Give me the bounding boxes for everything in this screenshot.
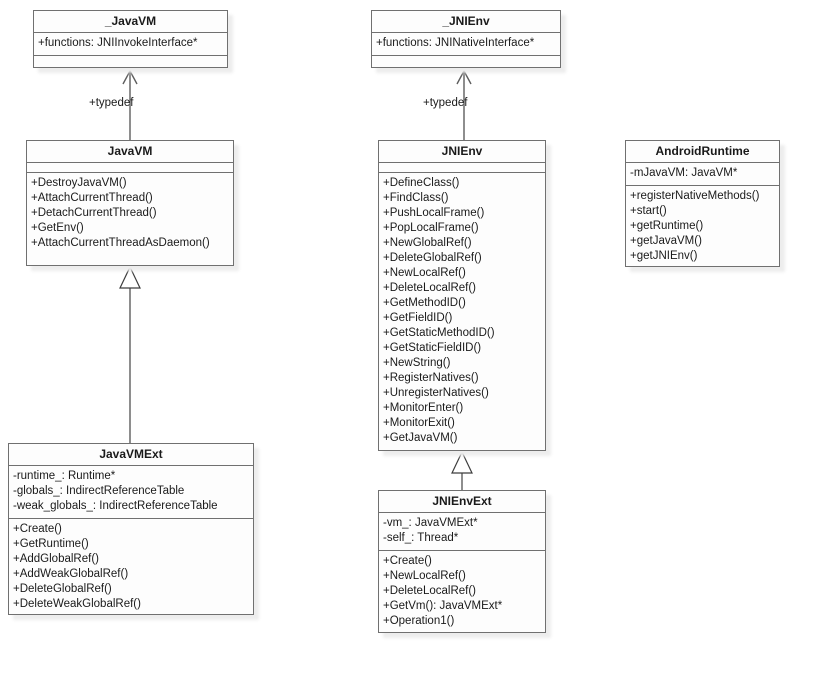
method-line: +Create() (13, 523, 62, 535)
method-line: +AttachCurrentThread() (31, 192, 153, 204)
class-name: JNIEnvExt (379, 491, 545, 513)
typedef-dependency-arrow-jnienv[interactable] (456, 69, 472, 140)
method-line: +AddGlobalRef() (13, 553, 99, 565)
method-line: +NewLocalRef() (383, 570, 466, 582)
methods-compartment (372, 56, 560, 67)
methods-compartment: +Create() +NewLocalRef() +DeleteLocalRef()… (379, 551, 545, 633)
method-line: +RegisterNatives() (383, 372, 479, 384)
method-line: +DeleteLocalRef() (383, 282, 477, 294)
method-line: +GetFieldID() (383, 312, 453, 324)
method-line: +GetJavaVM() (383, 432, 458, 444)
class-box-jnienv[interactable]: JNIEnv +DefineClass() +FindClass() +PushLo… (378, 140, 546, 451)
typedef-dependency-arrow-javavm[interactable] (122, 69, 138, 140)
method-line: +getJNIEnv() (630, 250, 698, 262)
method-line: +Create() (383, 555, 432, 567)
generalization-arrow-javavmext[interactable] (119, 265, 141, 443)
method-line: +Operation1() (383, 615, 455, 627)
method-line: +GetStaticMethodID() (383, 327, 495, 339)
method-line: +DeleteWeakGlobalRef() (13, 598, 141, 610)
method-line: +GetStaticFieldID() (383, 342, 482, 354)
typedef-label-jnienv[interactable]: +typedef (423, 97, 468, 109)
method-line: +NewLocalRef() (383, 267, 466, 279)
method-line: +GetRuntime() (13, 538, 89, 550)
method-line: +MonitorExit() (383, 417, 455, 429)
class-box-javavm-struct[interactable]: _JavaVM +functions: JNIInvokeInterface* (33, 10, 228, 68)
attribute-line: -mJavaVM: JavaVM* (630, 167, 738, 179)
class-name: _JavaVM (34, 11, 227, 33)
method-line: +DeleteGlobalRef() (383, 252, 482, 264)
class-name: JavaVMExt (9, 444, 253, 466)
method-line: +DetachCurrentThread() (31, 207, 157, 219)
attributes-compartment (379, 163, 545, 173)
methods-compartment: +Create() +GetRuntime() +AddGlobalRef() +Ad… (9, 519, 253, 616)
attributes-compartment: +functions: JNIInvokeInterface* (34, 33, 227, 56)
methods-compartment: +DestroyJavaVM() +AttachCurrentThread() +D… (27, 173, 233, 265)
method-line: +PopLocalFrame() (383, 222, 479, 234)
class-box-androidruntime[interactable]: AndroidRuntime -mJavaVM: JavaVM* +regist… (625, 140, 780, 267)
attributes-compartment (27, 163, 233, 173)
method-line: +DeleteLocalRef() (383, 585, 477, 597)
class-name: JavaVM (27, 141, 233, 163)
method-line: +UnregisterNatives() (383, 387, 489, 399)
method-line: +NewString() (383, 357, 451, 369)
methods-compartment: +registerNativeMethods() +start() +getRunt… (626, 186, 779, 268)
class-box-jnienv-struct[interactable]: _JNIEnv +functions: JNINativeInterface* (371, 10, 561, 68)
attributes-compartment: -vm_: JavaVMExt* -self_: Thread* (379, 513, 545, 551)
method-line: +DefineClass() (383, 177, 460, 189)
method-line: +FindClass() (383, 192, 449, 204)
method-line: +PushLocalFrame() (383, 207, 485, 219)
class-box-javavmext[interactable]: JavaVMExt -runtime_: Runtime* -globals_: … (8, 443, 254, 615)
attributes-compartment: +functions: JNINativeInterface* (372, 33, 560, 56)
class-name: _JNIEnv (372, 11, 560, 33)
method-line: +MonitorEnter() (383, 402, 464, 414)
typedef-label-javavm[interactable]: +typedef (89, 97, 134, 109)
methods-compartment: +DefineClass() +FindClass() +PushLocalFram… (379, 173, 545, 450)
method-line: +getRuntime() (630, 220, 704, 232)
methods-compartment (34, 56, 227, 67)
class-name: AndroidRuntime (626, 141, 779, 163)
method-line: +NewGlobalRef() (383, 237, 472, 249)
generalization-arrow-jnienvext[interactable] (451, 450, 473, 490)
attribute-line: -self_: Thread* (383, 532, 459, 544)
attribute-line: -globals_: IndirectReferenceTable (13, 485, 185, 497)
method-line: +registerNativeMethods() (630, 190, 760, 202)
class-box-javavm[interactable]: JavaVM +DestroyJavaVM() +AttachCurrentThr… (26, 140, 234, 266)
attribute-line: -vm_: JavaVMExt* (383, 517, 478, 529)
method-line: +getJavaVM() (630, 235, 702, 247)
method-line: +start() (630, 205, 667, 217)
method-line: +AddWeakGlobalRef() (13, 568, 129, 580)
attributes-compartment: -mJavaVM: JavaVM* (626, 163, 779, 186)
method-line: +DeleteGlobalRef() (13, 583, 112, 595)
method-line: +AttachCurrentThreadAsDaemon() (31, 237, 210, 249)
method-line: +GetEnv() (31, 222, 84, 234)
method-line: +DestroyJavaVM() (31, 177, 127, 189)
attribute-line: +functions: JNIInvokeInterface* (38, 37, 198, 49)
attribute-line: +functions: JNINativeInterface* (376, 37, 535, 49)
class-box-jnienvext[interactable]: JNIEnvExt -vm_: JavaVMExt* -self_: Thread… (378, 490, 546, 633)
attribute-line: -runtime_: Runtime* (13, 470, 116, 482)
attribute-line: -weak_globals_: IndirectReferenceTable (13, 500, 218, 512)
method-line: +GetMethodID() (383, 297, 466, 309)
class-name: JNIEnv (379, 141, 545, 163)
method-line: +GetVm(): JavaVMExt* (383, 600, 503, 612)
attributes-compartment: -runtime_: Runtime* -globals_: IndirectRe… (9, 466, 253, 519)
